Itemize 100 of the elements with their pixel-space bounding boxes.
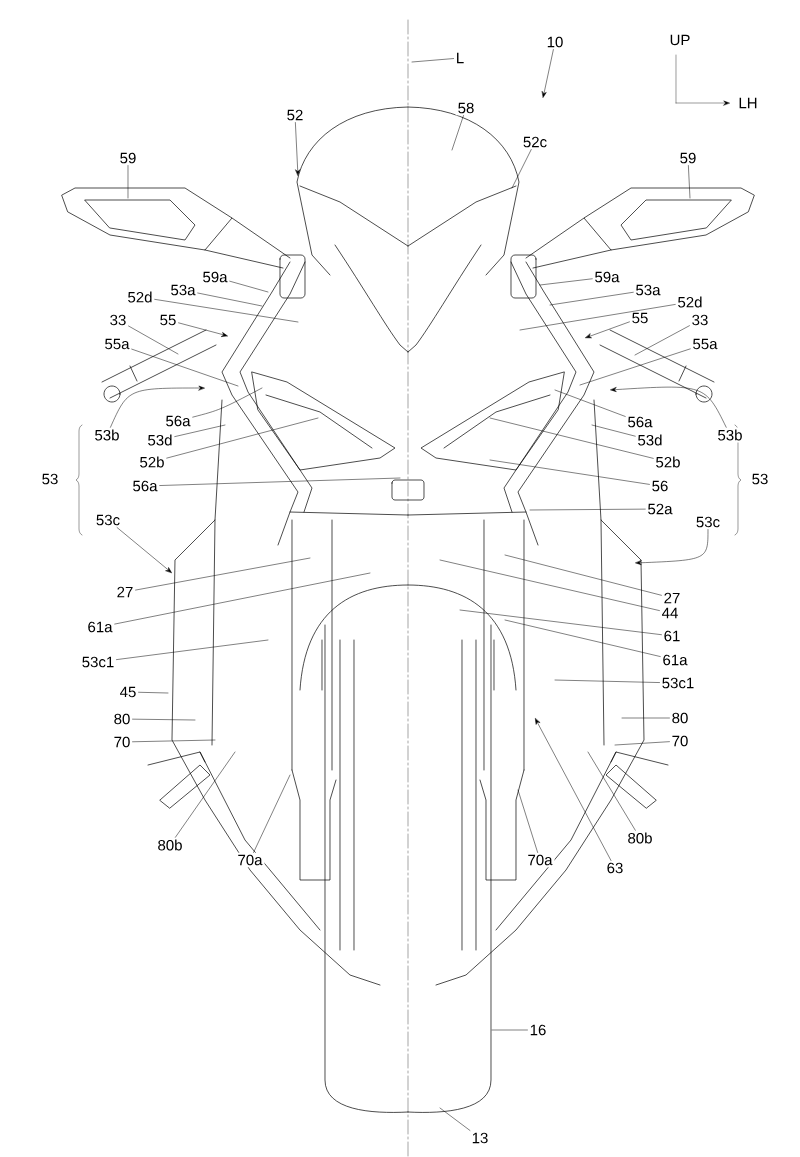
reference-numeral: 63	[604, 860, 626, 876]
reference-numeral: 80b	[155, 837, 185, 853]
reference-numeral: 52b	[653, 454, 683, 470]
reference-numeral: 45	[117, 684, 139, 700]
reference-numeral: 80	[111, 711, 133, 727]
leader-line	[591, 424, 636, 437]
leader-arrow	[116, 527, 172, 573]
leader-line	[504, 619, 661, 657]
leader-arrow	[535, 718, 612, 861]
reference-numeral: 55a	[690, 336, 720, 352]
reference-numeral: 52d	[675, 294, 705, 310]
leader-line	[192, 387, 263, 418]
leader-line	[554, 389, 626, 417]
leader-line	[489, 417, 654, 459]
reference-numeral: 33	[107, 312, 129, 328]
leader-line	[511, 149, 532, 189]
reference-numeral: 61a	[85, 619, 115, 635]
leader-line	[451, 115, 464, 151]
reference-numeral: 59a	[592, 269, 622, 285]
reference-numeral: 53c1	[659, 675, 697, 691]
leader-arrow	[178, 322, 228, 337]
reference-numeral: 53b	[92, 427, 122, 443]
reference-numeral: 70a	[235, 852, 265, 868]
leader-line	[491, 1029, 528, 1031]
leader-line	[519, 304, 676, 331]
reference-numeral: 13	[469, 1130, 491, 1146]
reference-numeral: 27	[661, 590, 683, 606]
leader-line	[135, 557, 311, 591]
leader-line	[132, 739, 216, 743]
leader-arrow	[110, 385, 205, 428]
reference-numeral: 27	[114, 584, 136, 600]
reference-numeral: 56a	[130, 478, 160, 494]
leader-line	[621, 717, 670, 719]
reference-numeral: 61a	[660, 652, 690, 668]
leader-line	[459, 609, 662, 635]
reference-numeral: 53a	[168, 282, 198, 298]
leader-line	[114, 572, 371, 625]
leader-arrow	[585, 321, 630, 339]
leader-line	[439, 1107, 471, 1131]
reference-numeral: 53a	[633, 282, 663, 298]
reference-numeral: 58	[455, 100, 477, 116]
reference-numeral: 55	[629, 310, 651, 326]
leader-line	[175, 751, 236, 838]
reference-numeral: 53	[752, 473, 768, 485]
reference-numeral: L	[453, 50, 467, 66]
reference-numeral: 53d	[145, 432, 175, 448]
leader-line	[504, 554, 662, 596]
reference-numeral: 52	[284, 107, 306, 123]
reference-numeral: 55a	[102, 336, 132, 352]
reference-numeral: 80	[669, 710, 691, 726]
reference-numeral: 44	[659, 605, 681, 621]
leader-line	[554, 679, 660, 683]
direction-label: LH	[739, 97, 757, 109]
reference-numeral: 70	[669, 733, 691, 749]
leader-line	[197, 292, 263, 307]
reference-numeral: 59	[677, 150, 699, 166]
reference-numeral: 53d	[635, 432, 665, 448]
reference-numeral: 53	[42, 473, 58, 485]
reference-numeral: 55	[157, 312, 179, 328]
leader-arrow	[610, 386, 727, 428]
reference-numeral: 10	[544, 34, 566, 50]
reference-numeral: 61	[661, 628, 683, 644]
direction-label: UP	[670, 34, 690, 46]
leader-line	[439, 559, 660, 611]
leader-line	[539, 278, 593, 286]
leader-line	[411, 58, 454, 63]
leader-line	[138, 692, 169, 694]
reference-numeral: 52a	[645, 501, 675, 517]
leader-line	[688, 165, 691, 199]
reference-numeral: 56a	[625, 414, 655, 430]
reference-numeral: 52d	[125, 289, 155, 305]
reference-numeral: 70a	[525, 852, 555, 868]
leader-line	[579, 348, 691, 386]
reference-numeral: 52c	[520, 134, 550, 150]
leader-arrow	[635, 529, 709, 566]
leader-line	[614, 741, 670, 746]
leader-arrow	[295, 122, 300, 176]
leader-line	[229, 280, 269, 293]
reference-numeral: 56	[649, 478, 671, 494]
leader-line	[549, 292, 634, 306]
leader-line	[174, 424, 226, 437]
reference-numeral: 59	[117, 150, 139, 166]
leader-line	[587, 751, 636, 831]
leader-line	[529, 508, 646, 511]
reference-numeral: 56a	[163, 413, 193, 429]
leader-line	[132, 718, 196, 721]
leader-line	[128, 325, 179, 355]
leader-line	[116, 639, 269, 660]
reference-numeral: 59a	[200, 269, 230, 285]
reference-numeral: 53c1	[79, 654, 117, 670]
leader-line	[253, 774, 291, 853]
leader-line	[517, 789, 538, 853]
leader-line	[127, 165, 129, 199]
reference-numeral: 53c	[693, 514, 723, 530]
leader-line	[634, 325, 690, 356]
leader-line	[159, 477, 401, 486]
reference-numeral: 53c	[93, 512, 123, 528]
reference-numeral: 70	[111, 734, 133, 750]
reference-numeral: 33	[689, 312, 711, 328]
leader-line	[131, 348, 239, 387]
